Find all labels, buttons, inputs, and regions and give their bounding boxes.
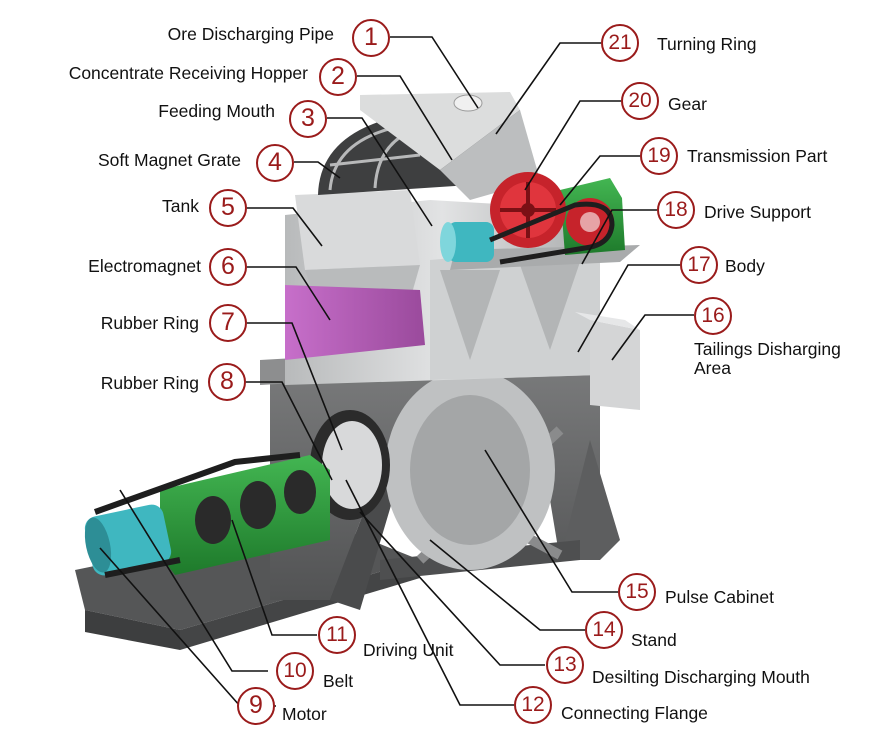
label-tank: Tank bbox=[162, 196, 199, 216]
label-motor: Motor bbox=[282, 704, 327, 724]
label-tailings-discharging-area: Tailings Disharging Area bbox=[694, 339, 841, 378]
callout-15: 15 bbox=[618, 573, 656, 611]
label-turning-ring: Turning Ring bbox=[657, 34, 757, 54]
callout-11: 11 bbox=[318, 616, 356, 654]
callout-13: 13 bbox=[546, 646, 584, 684]
callout-1: 1 bbox=[352, 19, 390, 57]
callout-6: 6 bbox=[209, 248, 247, 286]
label-belt: Belt bbox=[323, 671, 354, 691]
label-stand: Stand bbox=[631, 630, 677, 650]
label-body: Body bbox=[725, 256, 765, 276]
label-gear: Gear bbox=[668, 94, 707, 114]
callout-5: 5 bbox=[209, 189, 247, 227]
label-transmission-part: Transmission Part bbox=[687, 146, 828, 166]
callout-2: 2 bbox=[319, 58, 357, 96]
label-soft-magnet-grate: Soft Magnet Grate bbox=[98, 150, 241, 170]
label-connecting-flange: Connecting Flange bbox=[561, 703, 708, 723]
callout-4: 4 bbox=[256, 144, 294, 182]
label-electromagnet: Electromagnet bbox=[88, 256, 201, 276]
callout-18: 18 bbox=[657, 191, 695, 229]
label-rubber-ring-8: Rubber Ring bbox=[100, 373, 199, 393]
callout-17: 17 bbox=[680, 246, 718, 284]
label-ore-discharging-pipe: Ore Discharging Pipe bbox=[167, 24, 334, 44]
callout-16: 16 bbox=[694, 297, 732, 335]
callout-8: 8 bbox=[208, 363, 246, 401]
label-driving-unit: Driving Unit bbox=[363, 640, 454, 660]
callout-19: 19 bbox=[640, 137, 678, 175]
callout-7: 7 bbox=[209, 304, 247, 342]
callout-3: 3 bbox=[289, 100, 327, 138]
label-pulse-cabinet: Pulse Cabinet bbox=[665, 587, 774, 607]
callout-10: 10 bbox=[276, 652, 314, 690]
callout-9: 9 bbox=[237, 687, 275, 725]
label-feeding-mouth: Feeding Mouth bbox=[158, 101, 275, 121]
label-rubber-ring-7: Rubber Ring bbox=[100, 313, 199, 333]
callout-20: 20 bbox=[621, 82, 659, 120]
callout-21: 21 bbox=[601, 24, 639, 62]
label-concentrate-receiving-hopper: Concentrate Receiving Hopper bbox=[68, 63, 308, 83]
callout-12: 12 bbox=[514, 686, 552, 724]
label-desilting-discharging-mouth: Desilting Discharging Mouth bbox=[592, 667, 810, 687]
label-drive-support: Drive Support bbox=[704, 202, 811, 222]
callout-14: 14 bbox=[585, 611, 623, 649]
